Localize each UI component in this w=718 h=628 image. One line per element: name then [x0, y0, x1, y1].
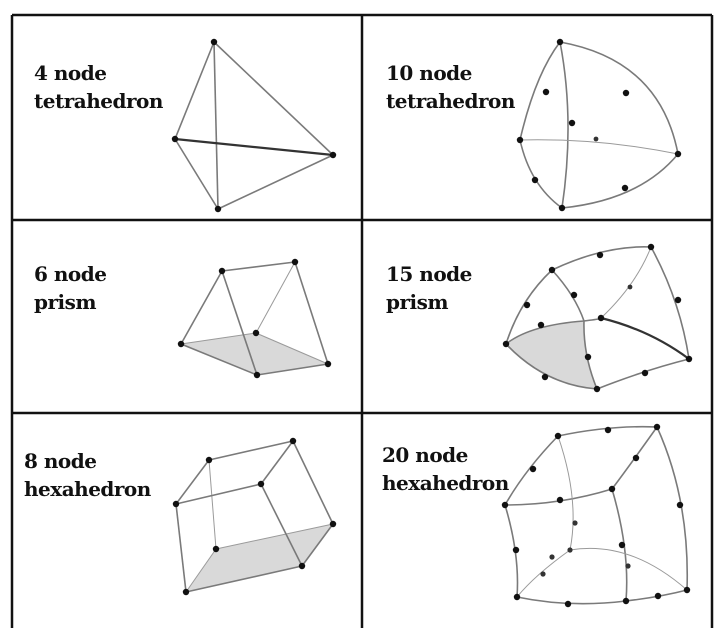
- cell-8-node-hexahedron: 8 node hexahedron: [24, 437, 337, 596]
- node-dot: [502, 340, 510, 348]
- node-dot: [523, 301, 531, 309]
- node-dot: [627, 284, 633, 290]
- tetrahedron-10-node-shape: [516, 38, 682, 212]
- cell-label-line1: 15 node: [386, 262, 472, 286]
- cell-label-line1: 20 node: [382, 443, 468, 467]
- node-dot: [512, 546, 520, 554]
- node-dot: [252, 329, 260, 337]
- node-dot: [253, 371, 261, 379]
- node-dot: [177, 340, 185, 348]
- node-dot: [621, 184, 629, 192]
- node-dot: [676, 501, 684, 509]
- node-dot: [596, 251, 604, 259]
- cell-10-node-tetrahedron: 10 node tetrahedron: [386, 38, 682, 212]
- node-dot: [324, 360, 332, 368]
- node-dot: [593, 385, 601, 393]
- node-dot: [564, 600, 572, 608]
- cell-label-line2: prism: [386, 290, 448, 314]
- node-dot: [205, 456, 213, 464]
- node-dot: [257, 480, 265, 488]
- node-dot: [513, 593, 521, 601]
- node-dot: [597, 314, 605, 322]
- node-dot: [654, 592, 662, 600]
- cell-label-line2: prism: [34, 290, 96, 314]
- cell-label-line1: 4 node: [34, 61, 106, 85]
- tetrahedron-4-node-shape: [171, 38, 337, 213]
- node-dot: [632, 454, 640, 462]
- node-dot: [171, 135, 179, 143]
- node-dot: [212, 545, 220, 553]
- prism-15-node-shape: [502, 243, 693, 393]
- node-dot: [604, 426, 612, 434]
- node-dot: [641, 369, 649, 377]
- node-dot: [570, 291, 578, 299]
- node-dot: [647, 243, 655, 251]
- cell-6-node-prism: 6 node prism: [34, 258, 332, 379]
- node-dot: [289, 437, 297, 445]
- node-dot: [516, 136, 524, 144]
- node-dot: [540, 571, 546, 577]
- cell-label-line2: hexahedron: [382, 471, 510, 495]
- node-dot: [291, 258, 299, 266]
- cell-20-node-hexahedron: 20 node hexahedron: [382, 423, 691, 608]
- node-dot: [542, 88, 550, 96]
- node-dot: [568, 119, 576, 127]
- node-dot: [182, 588, 190, 596]
- cell-label-line1: 10 node: [386, 61, 472, 85]
- node-dot: [531, 176, 539, 184]
- node-dot: [618, 541, 626, 549]
- node-dot: [622, 597, 630, 605]
- node-dot: [572, 520, 578, 526]
- node-dot: [541, 373, 549, 381]
- node-dot: [501, 501, 509, 509]
- node-dot: [653, 423, 661, 431]
- node-dot: [537, 321, 545, 329]
- node-dot: [529, 465, 537, 473]
- node-dot: [674, 296, 682, 304]
- node-dot: [556, 496, 564, 504]
- node-dot: [172, 500, 180, 508]
- node-dot: [329, 520, 337, 528]
- node-dot: [298, 562, 306, 570]
- cell-label-line1: 8 node: [24, 449, 96, 473]
- table-frame: [10, 13, 714, 628]
- hexahedron-20-node-shape: [501, 423, 691, 608]
- cell-15-node-prism: 15 node prism: [386, 243, 693, 393]
- node-dot: [683, 586, 691, 594]
- hexahedron-8-node-shape: [172, 437, 337, 596]
- node-dot: [556, 38, 564, 46]
- node-dot: [329, 151, 337, 159]
- node-dot: [558, 204, 566, 212]
- cell-label-line1: 6 node: [34, 262, 106, 286]
- node-dot: [218, 267, 226, 275]
- node-dot: [685, 355, 693, 363]
- node-dot: [548, 266, 556, 274]
- cell-4-node-tetrahedron: 4 node tetrahedron: [34, 38, 337, 213]
- node-dot: [593, 136, 599, 142]
- node-dot: [622, 89, 630, 97]
- cell-label-line2: tetrahedron: [386, 89, 516, 113]
- node-dot: [608, 485, 616, 493]
- cell-label-line2: hexahedron: [24, 477, 152, 501]
- node-dot: [549, 554, 555, 560]
- node-dot: [210, 38, 218, 46]
- node-dot: [674, 150, 682, 158]
- node-dot: [625, 563, 631, 569]
- node-dot: [214, 205, 222, 213]
- cell-label-line2: tetrahedron: [34, 89, 164, 113]
- node-dot: [567, 547, 573, 553]
- node-dot: [584, 353, 592, 361]
- node-dot: [554, 432, 562, 440]
- prism-6-node-shape: [177, 258, 332, 379]
